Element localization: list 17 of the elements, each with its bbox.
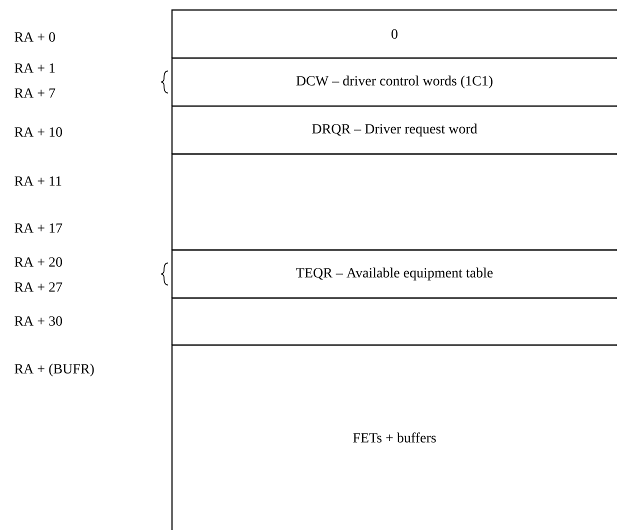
memory-cell: FETs + buffers <box>171 344 617 530</box>
address-label: RA + 10 <box>14 127 62 137</box>
empty-cell <box>171 297 617 346</box>
memory-cell: DRQR – Driver request word <box>171 105 617 155</box>
address-label: RA + 1 <box>14 63 55 73</box>
address-label: RA + 30 <box>14 316 62 326</box>
address-label: RA + 11 <box>14 176 62 186</box>
address-label: RA + 7 <box>14 88 56 98</box>
address-label: RA + 17 <box>14 223 62 233</box>
address-label: RA + 0 <box>14 32 55 42</box>
memory-cell: TEQR – Available equipment table <box>171 249 617 299</box>
address-label: RA + 20 <box>14 257 62 267</box>
memory-cell: 0 <box>171 9 617 59</box>
address-label: RA + 27 <box>14 282 62 292</box>
memory-cell: DCW – driver control words (1C1) <box>171 57 617 107</box>
address-label: RA + (BUFR) <box>14 364 94 376</box>
empty-cell <box>171 153 617 251</box>
